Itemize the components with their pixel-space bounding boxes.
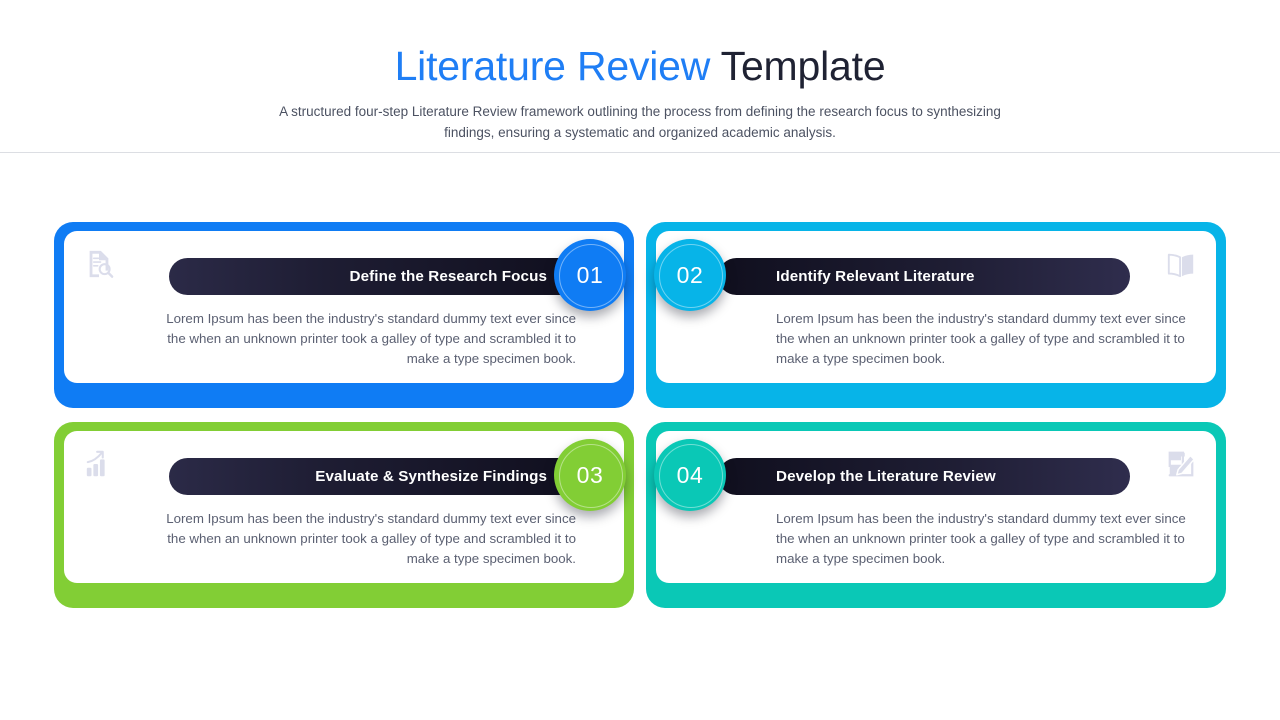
card-title-banner: Evaluate & Synthesize Findings bbox=[169, 458, 581, 495]
card-title: Develop the Literature Review bbox=[776, 468, 996, 485]
open-book-icon bbox=[1166, 249, 1196, 279]
card-body-text: Lorem Ipsum has been the industry's stan… bbox=[166, 311, 576, 366]
card-panel: Identify Relevant Literature Lorem Ipsum… bbox=[656, 231, 1216, 383]
card-step-03[interactable]: Evaluate & Synthesize Findings Lorem Ips… bbox=[54, 422, 634, 608]
card-step-02[interactable]: Identify Relevant Literature Lorem Ipsum… bbox=[646, 222, 1226, 408]
card-title: Identify Relevant Literature bbox=[776, 268, 975, 285]
card-step-number-badge[interactable]: 01 bbox=[554, 239, 626, 311]
page-title-accent: Literature Review bbox=[394, 43, 711, 89]
card-panel: Evaluate & Synthesize Findings Lorem Ips… bbox=[64, 431, 624, 583]
card-title: Define the Research Focus bbox=[349, 268, 547, 285]
card-step-number-badge[interactable]: 02 bbox=[654, 239, 726, 311]
card-step-number: 02 bbox=[676, 261, 704, 288]
card-step-number: 01 bbox=[576, 261, 604, 288]
card-body-text: Lorem Ipsum has been the industry's stan… bbox=[776, 311, 1186, 366]
card-panel: Define the Research Focus Lorem Ipsum ha… bbox=[64, 231, 624, 383]
page-title: Literature Review Template bbox=[0, 38, 1280, 94]
card-title-banner: Identify Relevant Literature bbox=[718, 258, 1130, 295]
card-step-04[interactable]: Develop the Literature Review Lorem Ipsu… bbox=[646, 422, 1226, 608]
card-panel: Develop the Literature Review Lorem Ipsu… bbox=[656, 431, 1216, 583]
page-title-rest: Template bbox=[710, 43, 886, 89]
header-divider bbox=[0, 152, 1280, 153]
card-title: Evaluate & Synthesize Findings bbox=[315, 468, 547, 485]
slide-header: Literature Review Template A structured … bbox=[0, 0, 1280, 152]
card-body-text: Lorem Ipsum has been the industry's stan… bbox=[776, 511, 1186, 566]
card-step-number-badge[interactable]: 04 bbox=[654, 439, 726, 511]
page-subtitle: A structured four-step Literature Review… bbox=[279, 104, 1001, 140]
card-title-banner: Define the Research Focus bbox=[169, 258, 581, 295]
card-step-number-badge[interactable]: 03 bbox=[554, 439, 626, 511]
cards-grid: Define the Research Focus Lorem Ipsum ha… bbox=[54, 222, 1226, 612]
growth-chart-icon bbox=[84, 449, 114, 479]
card-step-number: 03 bbox=[576, 461, 604, 488]
write-document-icon bbox=[1166, 449, 1196, 479]
card-step-number: 04 bbox=[676, 461, 704, 488]
card-step-01[interactable]: Define the Research Focus Lorem Ipsum ha… bbox=[54, 222, 634, 408]
card-title-banner: Develop the Literature Review bbox=[718, 458, 1130, 495]
card-body-text: Lorem Ipsum has been the industry's stan… bbox=[166, 511, 576, 566]
document-search-icon bbox=[84, 249, 114, 279]
